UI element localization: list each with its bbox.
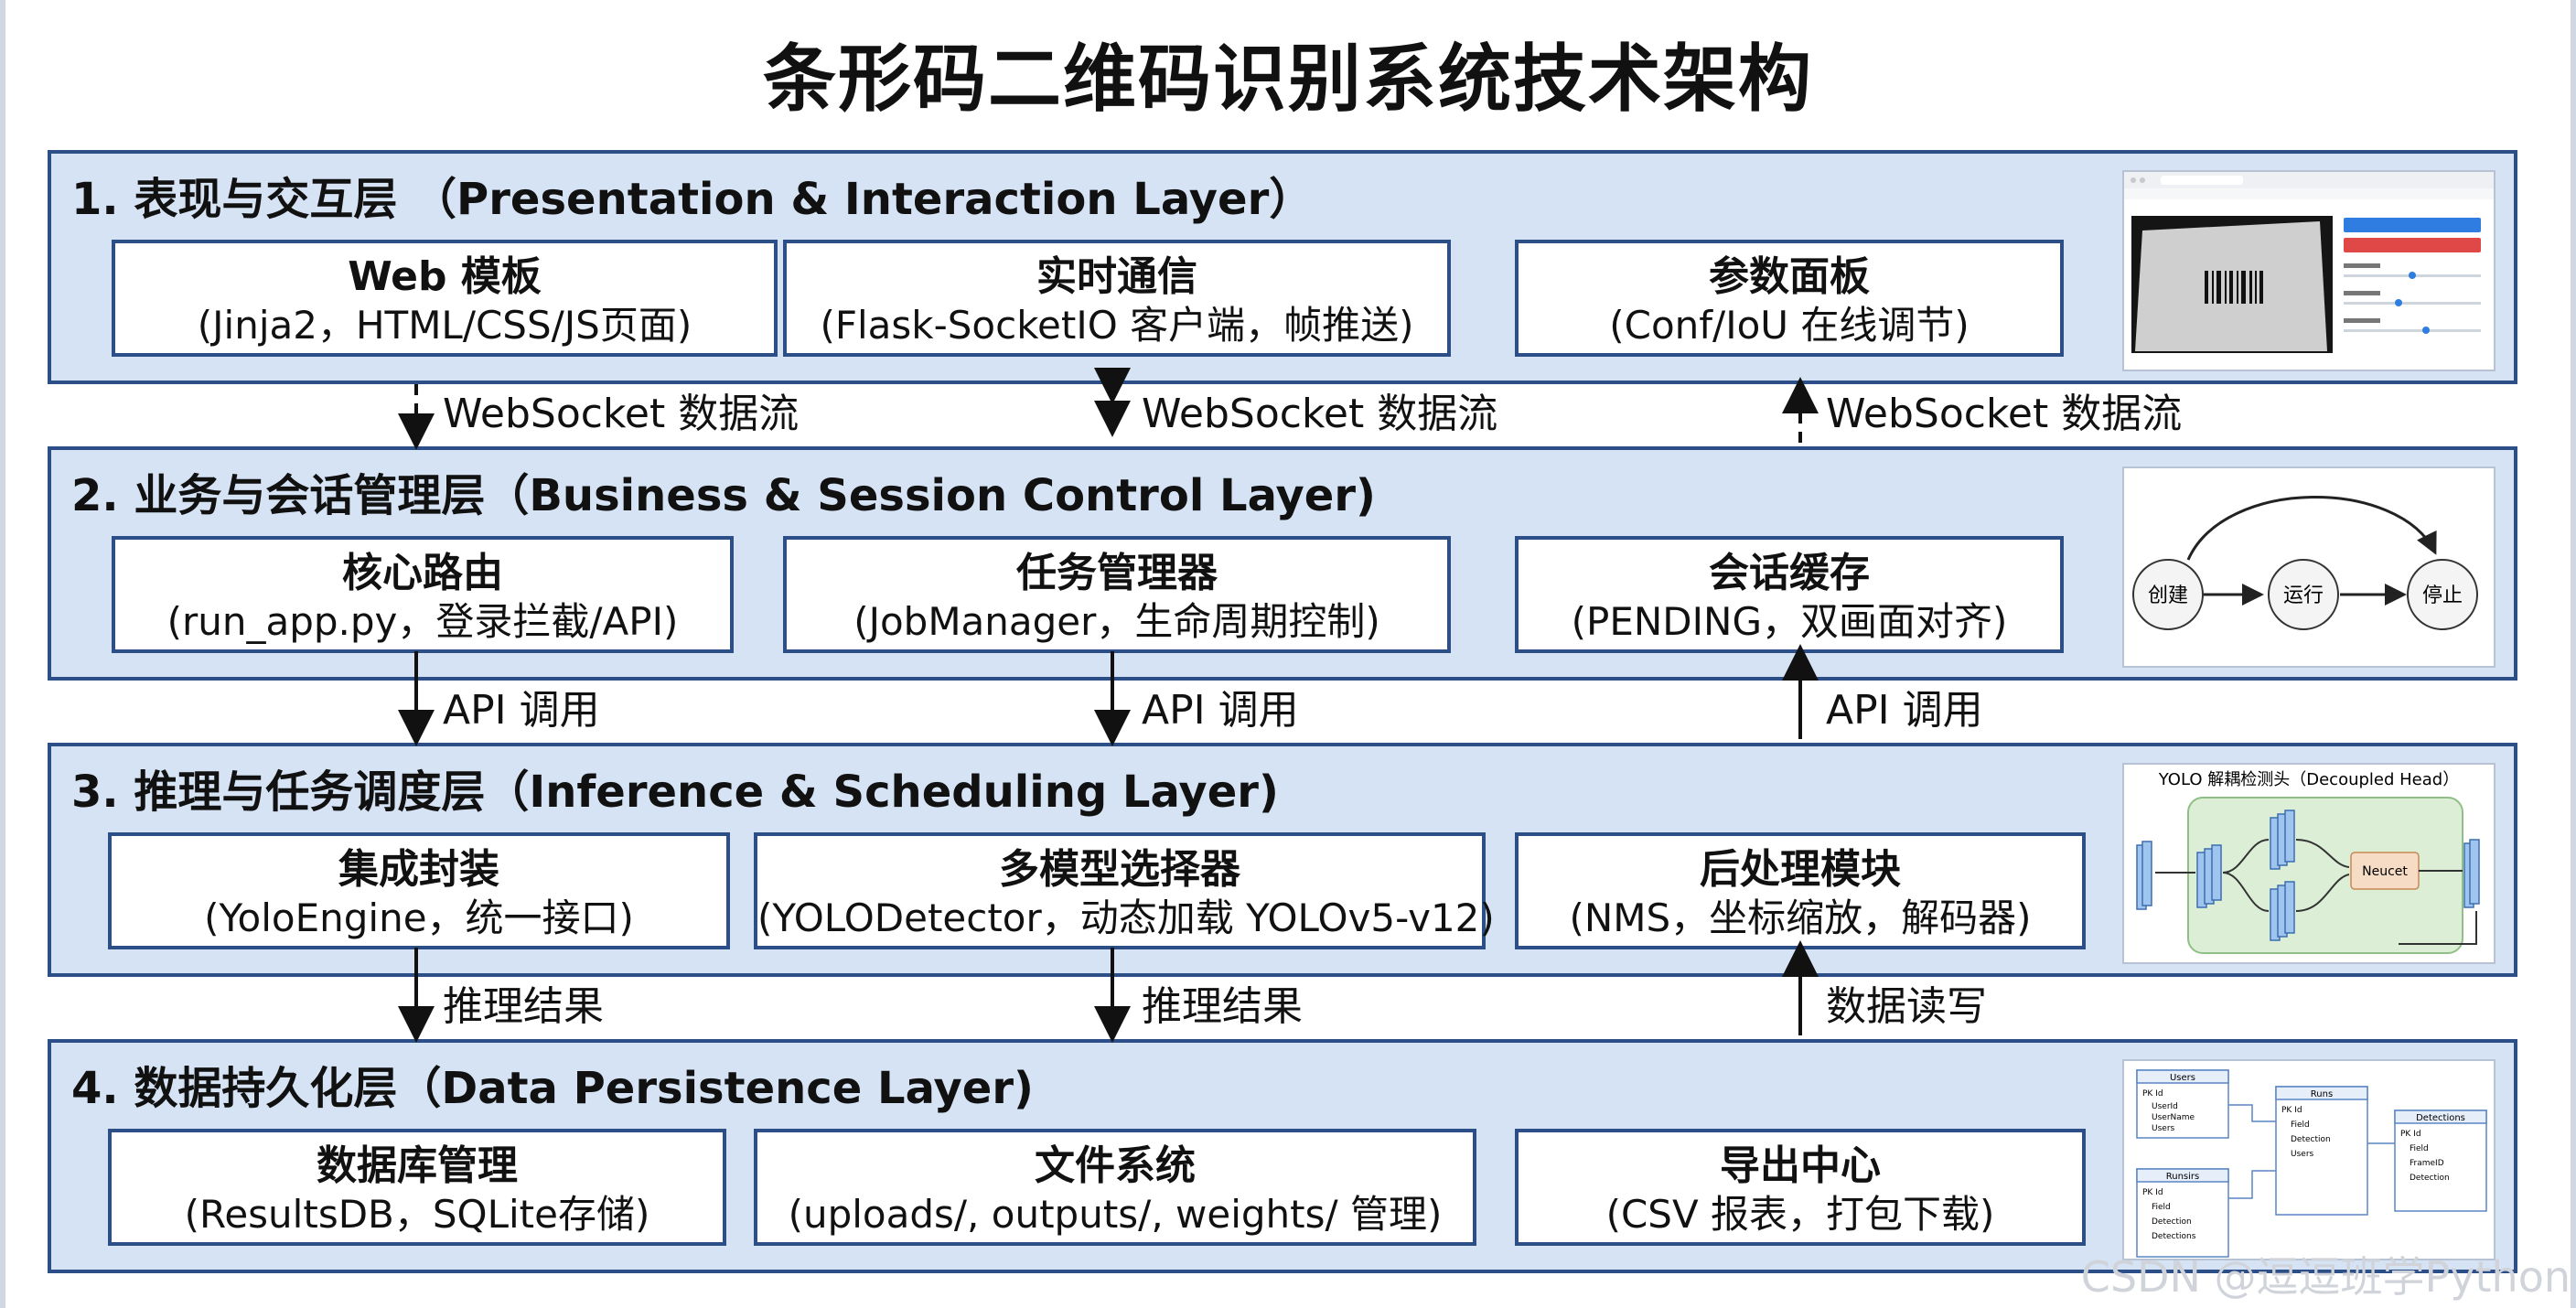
box-name: 文件系统 <box>1035 1142 1196 1189</box>
svg-text:Users: Users <box>2291 1150 2314 1159</box>
box-name: 核心路由 <box>342 550 503 596</box>
watermark: CSDN @逗逗班学Python <box>2080 1252 2571 1302</box>
state-label: 创建 <box>2148 584 2188 607</box>
svg-text:PK Id: PK Id <box>2281 1106 2302 1115</box>
thumb-node: Neucet <box>2362 864 2408 879</box>
svg-text:PK Id: PK Id <box>2400 1130 2421 1139</box>
svg-text:Field: Field <box>2291 1120 2310 1130</box>
svg-text:Detection: Detection <box>2152 1217 2192 1227</box>
state-flow-diagram-icon: 创建 运行 停止 <box>2122 466 2496 668</box>
svg-text:PK Id: PK Id <box>2142 1089 2163 1099</box>
database-er-diagram-icon: Users Runs Detections Runsirs PK Id User… <box>2122 1059 2496 1260</box>
box-web-template: Web 模板 (Jinja2，HTML/CSS/JS页面) <box>112 240 778 357</box>
box-core-routing: 核心路由 (run_app.py，登录拦截/API) <box>112 536 734 653</box>
box-param-panel: 参数面板 (Conf/IoU 在线调节) <box>1515 240 2064 357</box>
box-realtime-comm: 实时通信 (Flask-SocketIO 客户端，帧推送) <box>783 240 1451 357</box>
box-desc: (run_app.py，登录拦截/API) <box>166 599 679 644</box>
box-desc: (ResultsDB，SQLite存储) <box>184 1192 650 1237</box>
page-edge-left <box>0 0 5 1308</box>
svg-text:Detection: Detection <box>2410 1174 2450 1183</box>
box-postprocess: 后处理模块 (NMS，坐标缩放，解码器) <box>1515 832 2086 949</box>
connector-label: API 调用 <box>1826 687 1983 734</box>
svg-text:Field: Field <box>2152 1203 2171 1212</box>
box-name: 会话缓存 <box>1709 550 1870 596</box>
thumb-caption: YOLO 解耦检测头（Decoupled Head） <box>2158 770 2459 789</box>
connector-label: WebSocket 数据流 <box>443 391 800 437</box>
box-name: 多模型选择器 <box>999 846 1240 893</box>
svg-text:Users: Users <box>2170 1073 2195 1083</box>
diagram-title: 条形码二维码识别系统技术架构 <box>763 37 1813 122</box>
svg-text:UserName: UserName <box>2152 1113 2195 1122</box>
yolo-decoupled-head-diagram-icon: YOLO 解耦检测头（Decoupled Head） Neucet <box>2122 763 2496 964</box>
box-name: Web 模板 <box>348 253 542 300</box>
box-desc: (Jinja2，HTML/CSS/JS页面) <box>197 303 692 348</box>
box-desc: (PENDING，双画面对齐) <box>1571 599 2008 644</box>
box-desc: (YoloEngine，统一接口) <box>204 895 634 940</box>
box-name: 集成封装 <box>338 846 499 893</box>
box-yolo-engine: 集成封装 (YoloEngine，统一接口) <box>108 832 730 949</box>
box-name: 导出中心 <box>1720 1142 1881 1189</box>
connector-label: 推理结果 <box>443 983 604 1030</box>
page-edge-right <box>2571 0 2576 1308</box>
connector-label: WebSocket 数据流 <box>1142 391 1498 437</box>
svg-text:FrameID: FrameID <box>2410 1159 2444 1168</box>
connector-label: 数据读写 <box>1826 983 1987 1030</box>
svg-text:Detections: Detections <box>2416 1113 2465 1123</box>
connector-label: API 调用 <box>1142 687 1299 734</box>
box-name: 参数面板 <box>1709 253 1870 300</box>
layer-business: 2. 业务与会话管理层（Business & Session Control L… <box>48 446 2517 681</box>
svg-text:Field: Field <box>2410 1144 2429 1153</box>
box-desc: (CSV 报表，打包下载) <box>1605 1192 1995 1237</box>
box-desc: (NMS，坐标缩放，解码器) <box>1569 895 2032 940</box>
box-desc: (uploads/, outputs/, weights/ 管理) <box>788 1192 1443 1237</box>
box-name: 后处理模块 <box>1700 846 1901 893</box>
layer-presentation: 1. 表现与交互层 （Presentation & Interaction La… <box>48 150 2517 384</box>
barcode-scanner-app-screenshot-icon <box>2122 170 2496 371</box>
layer-title: 1. 表现与交互层 （Presentation & Interaction La… <box>71 174 1314 225</box>
state-label: 停止 <box>2422 584 2463 607</box>
svg-text:Detections: Detections <box>2152 1232 2196 1241</box>
box-export-center: 导出中心 (CSV 报表，打包下载) <box>1515 1129 2086 1246</box>
svg-text:Runsirs: Runsirs <box>2166 1172 2199 1182</box>
box-session-cache: 会话缓存 (PENDING，双画面对齐) <box>1515 536 2064 653</box>
box-name: 实时通信 <box>1036 253 1197 300</box>
svg-text:Users: Users <box>2152 1124 2175 1133</box>
box-desc: (YOLODetector，动态加载 YOLOv5-v12) <box>757 895 1495 940</box>
svg-text:UserId: UserId <box>2152 1102 2178 1111</box>
svg-text:PK Id: PK Id <box>2142 1188 2163 1197</box>
box-name: 任务管理器 <box>1016 550 1218 596</box>
layer-inference: 3. 推理与任务调度层（Inference & Scheduling Layer… <box>48 743 2517 977</box>
box-desc: (JobManager，生命周期控制) <box>853 599 1380 644</box>
state-label: 运行 <box>2283 584 2324 607</box>
box-file-system: 文件系统 (uploads/, outputs/, weights/ 管理) <box>754 1129 1476 1246</box>
connector-label: WebSocket 数据流 <box>1826 391 2183 437</box>
svg-text:Runs: Runs <box>2311 1089 2333 1099</box>
layer-title: 4. 数据持久化层（Data Persistence Layer) <box>71 1063 1034 1114</box>
connector-label: 推理结果 <box>1142 983 1303 1030</box>
box-name: 数据库管理 <box>317 1142 518 1189</box>
layer-persistence: 4. 数据持久化层（Data Persistence Layer) 数据库管理 … <box>48 1039 2517 1273</box>
layer-title: 3. 推理与任务调度层（Inference & Scheduling Layer… <box>71 767 1279 818</box>
svg-text:Detection: Detection <box>2291 1135 2331 1144</box>
box-desc: (Flask-SocketIO 客户端，帧推送) <box>820 303 1414 348</box>
layer-title: 2. 业务与会话管理层（Business & Session Control L… <box>71 470 1376 521</box>
box-database: 数据库管理 (ResultsDB，SQLite存储) <box>108 1129 726 1246</box>
connector-label: API 调用 <box>443 687 600 734</box>
box-desc: (Conf/IoU 在线调节) <box>1609 303 1970 348</box>
box-model-selector: 多模型选择器 (YOLODetector，动态加载 YOLOv5-v12) <box>754 832 1495 949</box>
box-job-manager: 任务管理器 (JobManager，生命周期控制) <box>783 536 1451 653</box>
